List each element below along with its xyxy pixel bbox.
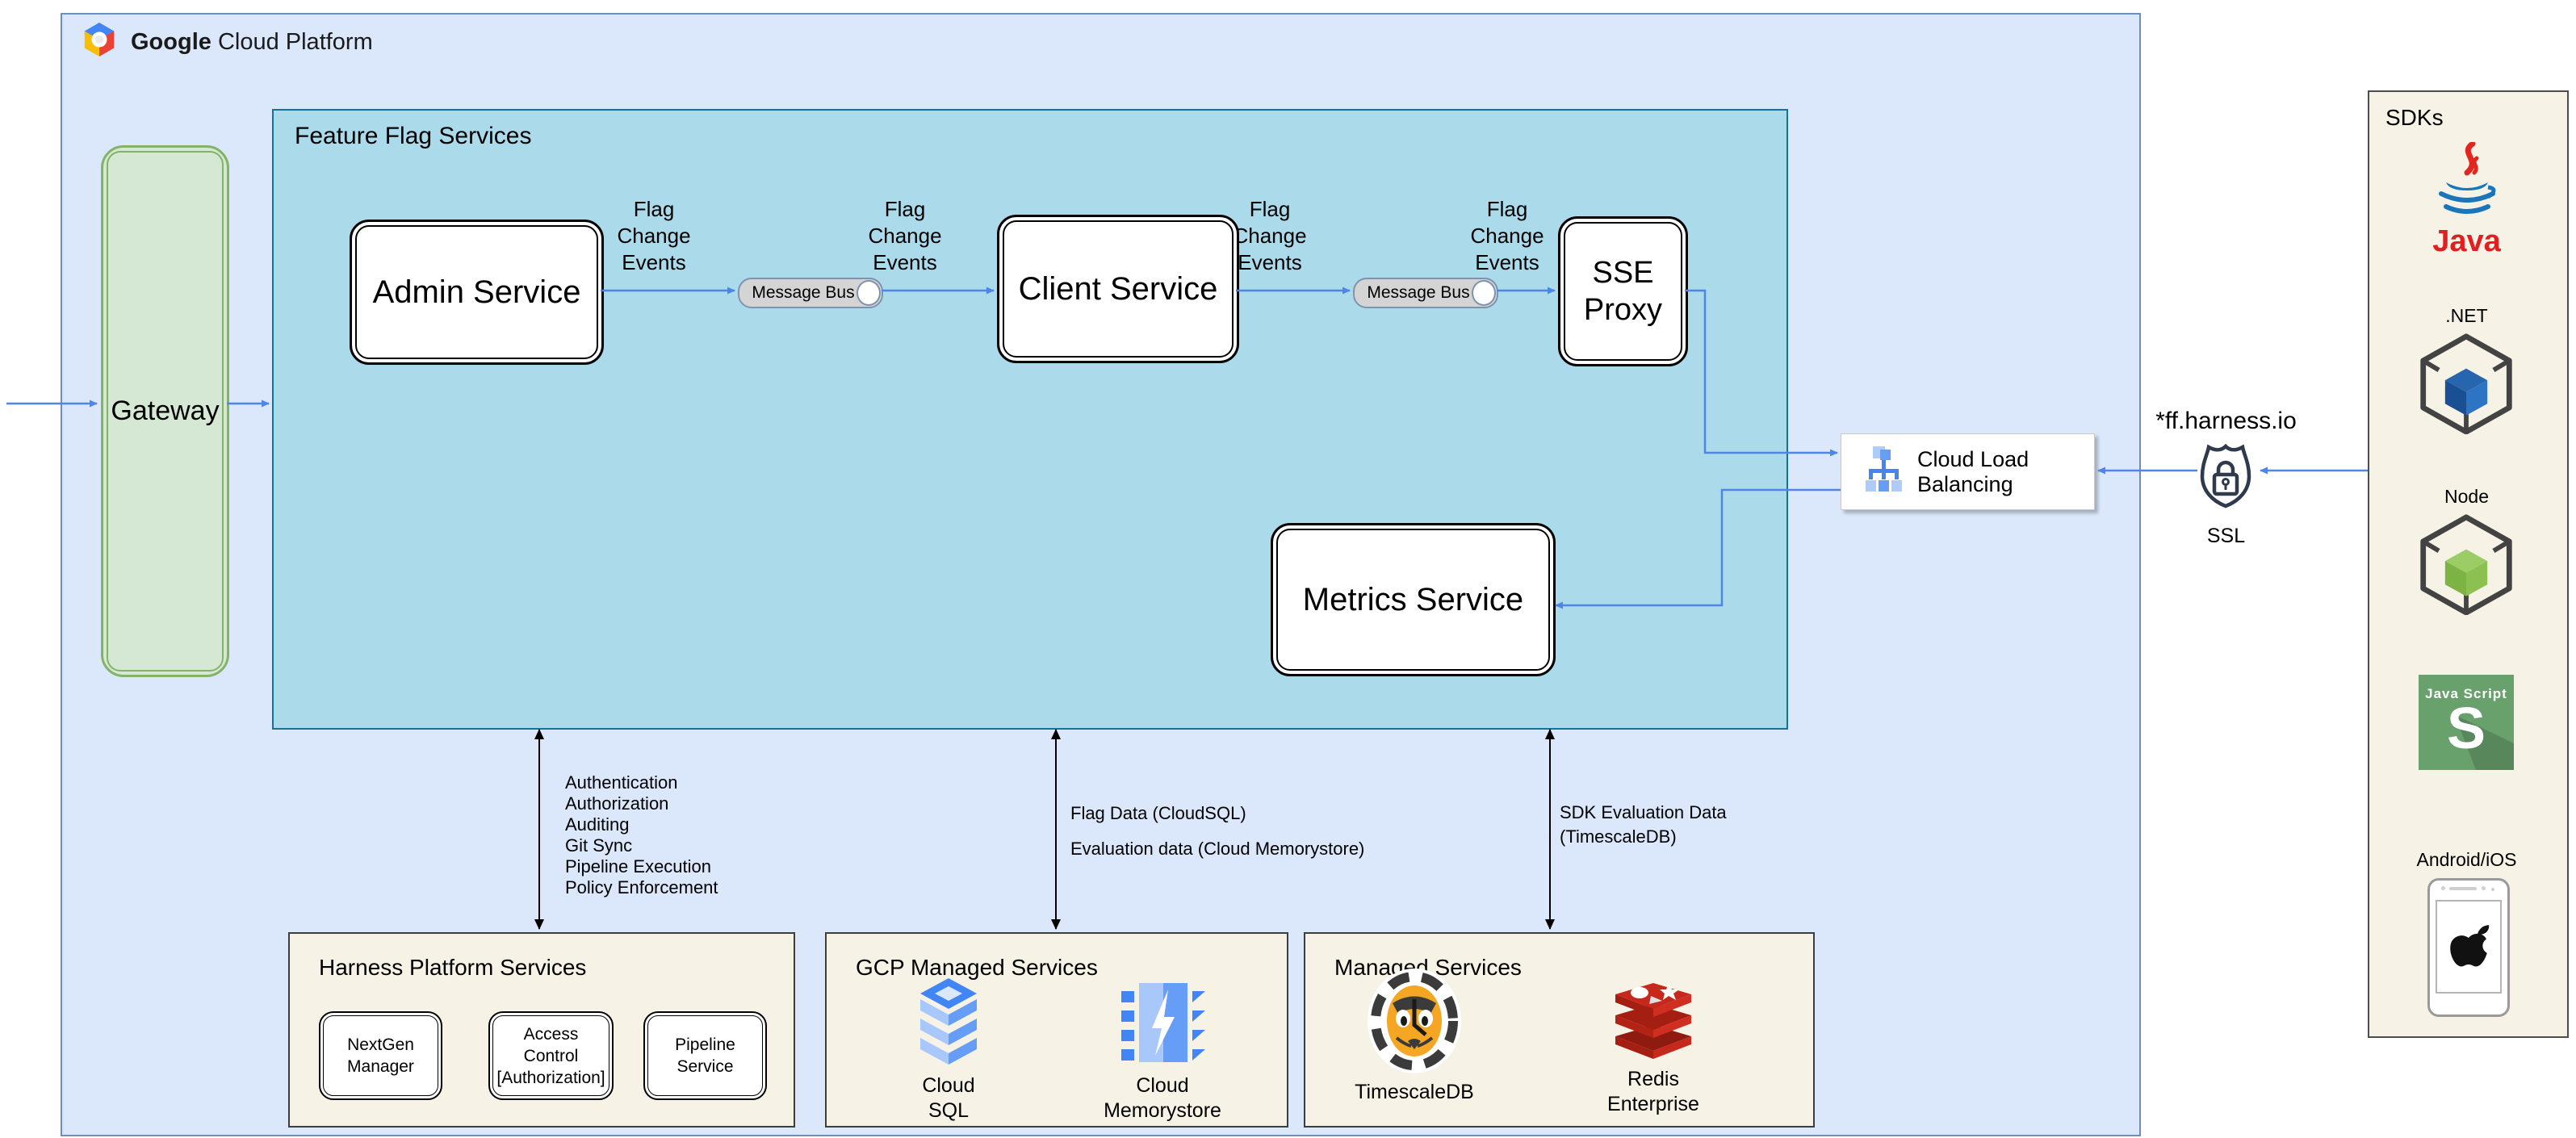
message-bus-2-label: Message Bus (1367, 283, 1470, 302)
javascript-icon-title: Java Script (2425, 686, 2507, 701)
access-control-label: Access Control [Authorization] (496, 1024, 605, 1087)
cylinder-cap (1472, 280, 1496, 306)
java-icon (2428, 140, 2506, 227)
client-service-node: Client Service (997, 215, 1239, 363)
page-title: Google Cloud Platform (131, 29, 373, 56)
apple-logo-icon (2450, 925, 2490, 967)
feature-flag-services-container (272, 109, 1788, 730)
cloud-load-balancing-node: Cloud Load Balancing (1841, 433, 2095, 510)
cloud-memorystore-icon (1118, 978, 1207, 1071)
list-item: Authentication (565, 772, 678, 793)
timescaledb-label: TimescaleDB (1355, 1081, 1474, 1103)
feature-flag-services-title: Feature Flag Services (295, 123, 532, 149)
flag-change-events-label-3: Flag Change Events (1233, 197, 1307, 274)
phone-dot (2441, 886, 2445, 890)
flag-data-label: Flag Data (CloudSQL) (1070, 803, 1246, 823)
message-bus-2: Message Bus (1353, 278, 1498, 308)
load-balancer-icon (1866, 446, 1903, 497)
cloud-load-balancing-label: Cloud Load Balancing (1917, 446, 2029, 496)
platform-capabilities-list: Authentication Authorization Auditing Gi… (565, 772, 718, 898)
cloud-sql-label: Cloud SQL (922, 1074, 975, 1122)
sse-proxy-label: SSE Proxy (1583, 256, 1663, 327)
brand-rest: Cloud Platform (211, 29, 373, 55)
javascript-icon-letter: S (2446, 697, 2486, 761)
sse-proxy-node: SSE Proxy (1558, 216, 1688, 366)
phone-dot (2491, 888, 2494, 891)
redis-enterprise-icon (1609, 977, 1698, 1065)
gcp-logo-icon (81, 23, 118, 61)
pipeline-service-label: Pipeline Service (675, 1035, 735, 1076)
dotnet-package-icon (2415, 333, 2517, 438)
message-bus-1-label: Message Bus (752, 283, 855, 302)
message-bus-1: Message Bus (738, 278, 883, 308)
gateway-node: Gateway (101, 145, 229, 677)
admin-service-node: Admin Service (350, 220, 604, 365)
timescaledb-icon (1366, 967, 1463, 1079)
phone-dot (2482, 886, 2486, 890)
pipeline-service-node: Pipeline Service (643, 1011, 767, 1100)
mobile-phone-icon (2427, 878, 2510, 1017)
gateway-label: Gateway (111, 395, 220, 426)
ff-harness-domain-label: *ff.harness.io (2155, 408, 2297, 434)
evaluation-data-label: Evaluation data (Cloud Memorystore) (1070, 839, 1365, 859)
list-item: Auditing (565, 814, 630, 835)
cloud-sql-icon (911, 977, 987, 1073)
java-label: Java (2432, 224, 2501, 258)
nextgen-manager-label: NextGen Manager (347, 1035, 414, 1076)
client-service-label: Client Service (1018, 270, 1218, 307)
ssl-label: SSL (2206, 525, 2246, 547)
cloud-memorystore-label: Cloud Memorystore (1104, 1074, 1221, 1122)
harness-platform-services-title: Harness Platform Services (319, 955, 587, 980)
list-item: Git Sync (565, 835, 633, 856)
list-item: Authorization (565, 793, 669, 814)
list-item: Policy Enforcement (565, 877, 718, 897)
metrics-service-label: Metrics Service (1302, 581, 1524, 617)
nextgen-manager-node: NextGen Manager (319, 1011, 442, 1100)
sdk-evaluation-data-label: SDK Evaluation Data (TimescaleDB) (1560, 802, 1727, 847)
metrics-service-node: Metrics Service (1271, 523, 1556, 676)
phone-screen (2436, 900, 2502, 994)
android-ios-label: Android/iOS (2416, 849, 2517, 870)
node-label: Node (2444, 486, 2489, 507)
redis-enterprise-label: Redis Enterprise (1607, 1068, 1699, 1115)
phone-speaker (2449, 887, 2477, 890)
list-item: Pipeline Execution (565, 856, 712, 877)
flag-change-events-label-4: Flag Change Events (1470, 197, 1544, 274)
cylinder-cap (857, 280, 881, 306)
gcp-managed-services-container (825, 932, 1288, 1128)
flag-change-events-label-1: Flag Change Events (617, 197, 691, 274)
node-package-icon (2415, 513, 2517, 619)
gcp-managed-services-title: GCP Managed Services (856, 955, 1098, 980)
access-control-node: Access Control [Authorization] (488, 1011, 614, 1100)
sdks-title: SDKs (2385, 105, 2444, 130)
javascript-icon: Java Script S (2419, 675, 2514, 770)
dotnet-label: .NET (2445, 305, 2488, 326)
flag-change-events-label-2: Flag Change Events (868, 197, 942, 274)
admin-service-label: Admin Service (372, 274, 581, 310)
brand-google: Google (131, 29, 212, 55)
ssl-shield-icon (2197, 442, 2254, 514)
